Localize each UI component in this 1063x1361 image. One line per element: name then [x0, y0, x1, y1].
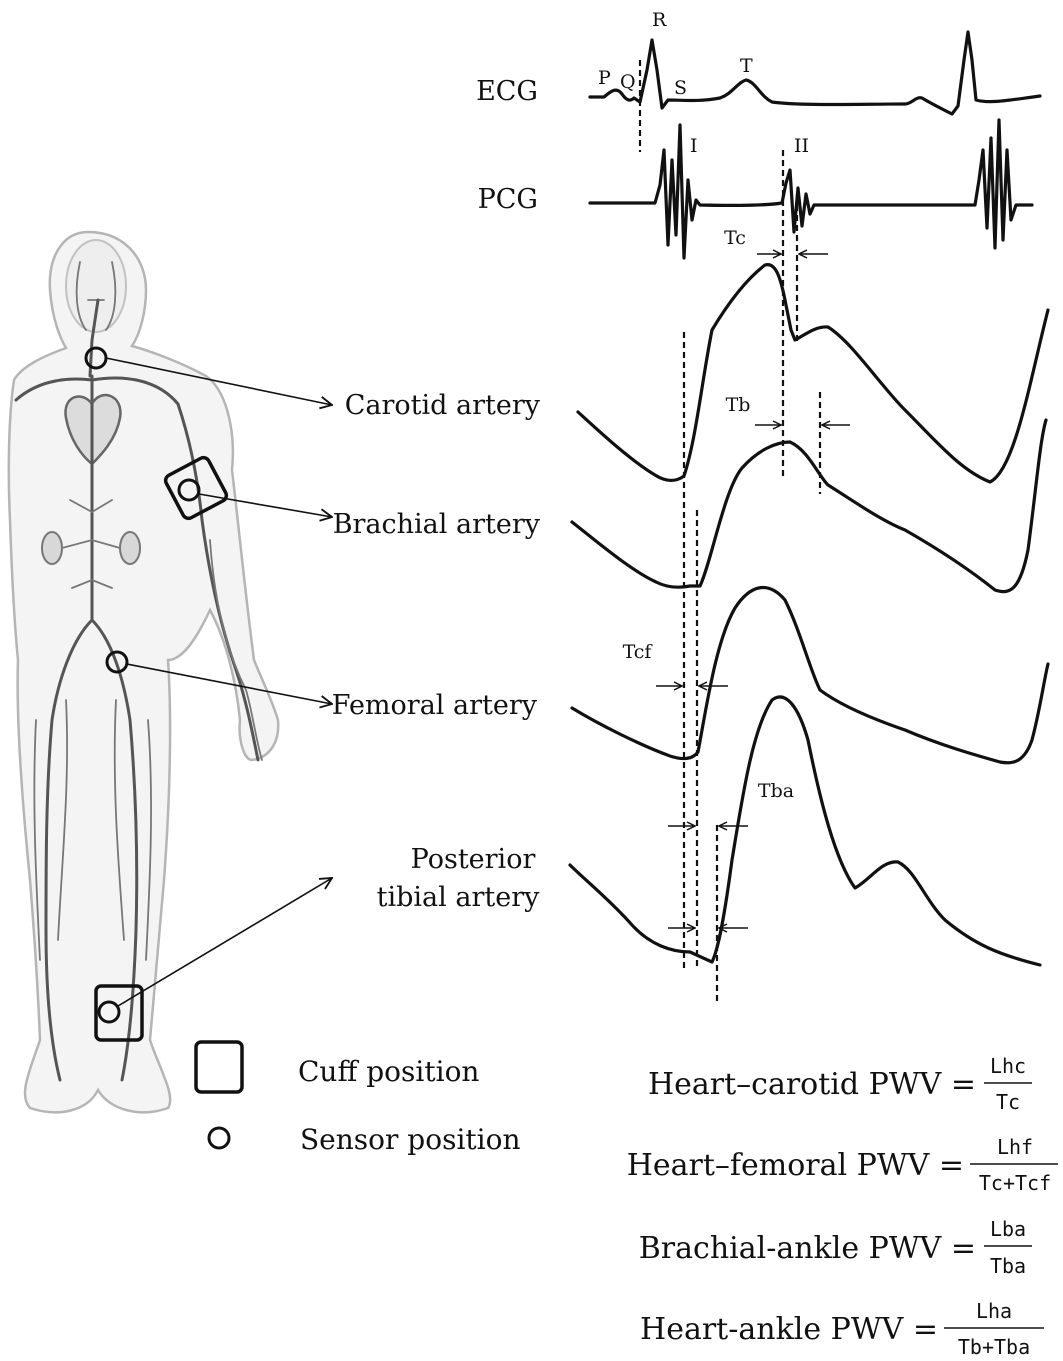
ecg-q: Q: [620, 71, 636, 93]
pcg-waveform: [590, 120, 1032, 258]
formula-numerator: Lha: [976, 1299, 1012, 1323]
formula-heart-ankle: Heart-ankle PWV = Lha Tb+Tba: [640, 1299, 1044, 1359]
kidney-left: [42, 532, 62, 564]
formula-heart-carotid: Heart–carotid PWV = Lhc Tc: [648, 1054, 1032, 1114]
formula-heart-femoral: Heart–femoral PWV = Lhf Tc+Tcf: [627, 1135, 1058, 1195]
formula-denominator: Tc+Tcf: [979, 1171, 1051, 1195]
ecg-label: ECG: [476, 76, 538, 107]
formula-numerator: Lhc: [990, 1054, 1026, 1078]
femoral-label: Femoral artery: [332, 690, 538, 721]
tba-label: Tba: [758, 780, 794, 802]
ecg-waveform: [590, 32, 1040, 114]
tcf-label: Tcf: [623, 641, 654, 663]
legend-cuff-icon: [196, 1042, 242, 1092]
tibial-label-line1: Posterior: [411, 844, 536, 875]
formula-brachial-ankle: Brachial-ankle PWV = Lba Tba: [639, 1217, 1032, 1278]
carotid-pulse-wave: [578, 265, 1048, 482]
formula-denominator: Tc: [996, 1090, 1020, 1114]
carotid-label: Carotid artery: [345, 390, 541, 421]
formula-label: Heart-ankle PWV =: [640, 1312, 938, 1347]
legend-sensor-icon: [209, 1128, 229, 1148]
formula-denominator: Tba: [990, 1254, 1026, 1278]
brachial-label: Brachial artery: [333, 509, 541, 540]
tibial-label-line2: tibial artery: [377, 882, 540, 913]
formula-label: Heart–carotid PWV =: [648, 1067, 976, 1102]
legend-cuff-label: Cuff position: [298, 1055, 479, 1088]
formula-label: Heart–femoral PWV =: [627, 1148, 964, 1183]
ecg-p: P: [598, 67, 611, 89]
brachial-pulse-wave: [572, 420, 1046, 592]
formula-numerator: Lhf: [997, 1135, 1033, 1159]
ecg-r: R: [652, 9, 667, 31]
femoral-pulse-wave: [572, 588, 1048, 763]
formula-label: Brachial-ankle PWV =: [639, 1231, 976, 1266]
kidney-right: [120, 532, 140, 564]
pcg-second-sound: II: [794, 135, 809, 157]
tibial-pulse-wave: [570, 697, 1040, 965]
human-body-illustration: [9, 232, 278, 1112]
ecg-s: S: [674, 77, 687, 99]
ecg-t: T: [740, 55, 753, 77]
pcg-first-sound: I: [690, 135, 698, 157]
tb-label: Tb: [726, 394, 751, 416]
formula-numerator: Lba: [990, 1217, 1026, 1241]
formula-denominator: Tb+Tba: [958, 1335, 1030, 1359]
legend-sensor-label: Sensor position: [300, 1123, 521, 1156]
pcg-label: PCG: [478, 184, 538, 215]
tc-label: Tc: [724, 227, 746, 249]
